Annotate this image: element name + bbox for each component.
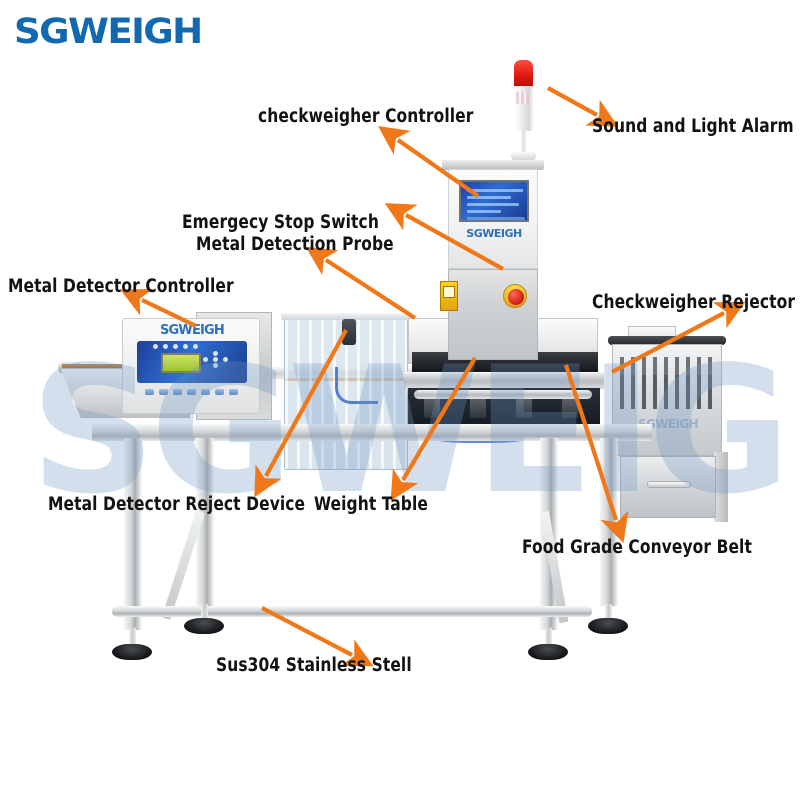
alarm-red-lamp-icon bbox=[514, 60, 533, 87]
sound-and-light-alarm-tower bbox=[510, 60, 536, 162]
metal-detector-controller-unit: SGWEIGH bbox=[122, 318, 260, 414]
controller-body bbox=[440, 269, 538, 360]
function-key bbox=[229, 389, 238, 395]
rejector-brand-text: SGWEIGH bbox=[637, 417, 699, 431]
status-dot-icon bbox=[163, 344, 168, 349]
alarm-stem bbox=[521, 130, 526, 154]
label-checkweigher-controller: checkweigher Controller bbox=[258, 106, 474, 127]
sgweigh-logo: SGWEIGH bbox=[14, 12, 203, 52]
metal-detector-lcd bbox=[161, 353, 201, 373]
metal-detector-panel bbox=[137, 341, 247, 383]
controller-brand-text: SGWEIGH bbox=[466, 227, 522, 240]
function-key bbox=[173, 389, 182, 395]
weigh-table-belt bbox=[404, 372, 604, 389]
drive-roller bbox=[414, 390, 592, 399]
wiring-harness bbox=[420, 418, 540, 443]
frame-leg bbox=[196, 438, 214, 606]
label-metal-detector-controller: Metal Detector Controller bbox=[8, 276, 234, 297]
label-emergency-stop-switch: Emergecy Stop Switch bbox=[182, 212, 379, 233]
metal-detector-brand-text: SGWEIGH bbox=[159, 323, 225, 338]
pneumatic-hose bbox=[335, 367, 378, 404]
reject-air-nozzle bbox=[342, 319, 356, 345]
frame-cross-rail bbox=[112, 606, 592, 617]
emergency-stop-button-icon[interactable] bbox=[508, 289, 524, 305]
keypad-dot-icon bbox=[223, 357, 228, 362]
leveling-foot-stem bbox=[129, 628, 136, 648]
status-dot-icon bbox=[183, 344, 188, 349]
arrow-metal-detection-probe bbox=[305, 246, 417, 320]
safety-switch-box[interactable] bbox=[440, 281, 458, 311]
alarm-grille bbox=[516, 92, 529, 104]
rejector-vent-slots bbox=[620, 375, 716, 409]
status-dot-icon bbox=[153, 344, 158, 349]
arrow-sound-and-light-alarm bbox=[546, 86, 619, 127]
label-weight-table: Weight Table bbox=[314, 494, 428, 515]
leveling-foot-stem bbox=[201, 604, 208, 624]
leveling-foot bbox=[588, 618, 628, 634]
leveling-foot bbox=[184, 618, 224, 634]
leveling-foot-stem bbox=[545, 628, 552, 648]
controller-touchscreen[interactable] bbox=[459, 180, 529, 222]
status-dot-icon bbox=[173, 344, 178, 349]
label-checkweigher-rejector: Checkweigher Rejector bbox=[592, 292, 796, 313]
label-food-grade-conveyor-belt: Food Grade Conveyor Belt bbox=[522, 537, 752, 558]
reject-bin-side-panel bbox=[714, 452, 728, 522]
leveling-foot bbox=[112, 644, 152, 660]
keypad-dot-icon bbox=[213, 363, 218, 368]
frame-leg bbox=[124, 438, 142, 630]
label-sus304-stainless-steel: Sus304 Stainless Stell bbox=[216, 655, 412, 676]
label-metal-detection-probe: Metal Detection Probe bbox=[196, 234, 394, 255]
safety-label-icon bbox=[443, 286, 455, 298]
controller-head: SGWEIGH bbox=[448, 169, 538, 269]
reject-collection-bin bbox=[620, 456, 716, 518]
checkweigher-controller-column: SGWEIGH bbox=[440, 160, 544, 360]
leveling-foot bbox=[528, 644, 568, 660]
leveling-foot-stem bbox=[605, 604, 612, 624]
alarm-base bbox=[511, 152, 536, 160]
label-metal-detector-reject-device: Metal Detector Reject Device bbox=[48, 494, 306, 515]
emergency-stop-switch[interactable] bbox=[503, 284, 527, 308]
machine-frame-rail bbox=[92, 424, 652, 441]
keypad-dot-icon bbox=[213, 351, 218, 356]
function-key bbox=[187, 389, 196, 395]
function-key bbox=[145, 389, 154, 395]
function-key bbox=[215, 389, 224, 395]
controller-top-plate bbox=[442, 160, 544, 170]
frame-leg bbox=[600, 438, 618, 606]
function-key bbox=[159, 389, 168, 395]
label-sound-and-light-alarm: Sound and Light Alarm bbox=[592, 116, 794, 137]
status-dot-icon bbox=[193, 344, 198, 349]
function-key bbox=[201, 389, 210, 395]
bin-handle bbox=[647, 481, 691, 488]
keypad-dot-icon bbox=[213, 357, 218, 362]
keypad-dot-icon bbox=[203, 357, 208, 362]
